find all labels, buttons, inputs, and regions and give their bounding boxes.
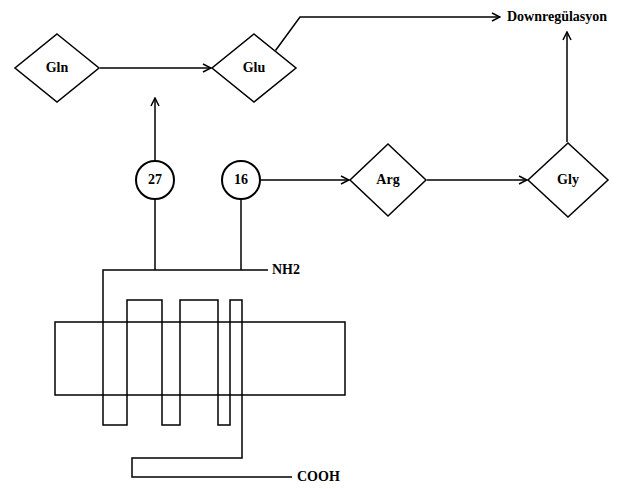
outcome-label: Downregülasyon (507, 9, 607, 24)
stalk-line (154, 200, 156, 270)
protein-chain (103, 270, 292, 477)
effect-arrow (276, 17, 501, 51)
node-text: Gln (46, 60, 69, 75)
node-text: 27 (148, 172, 162, 187)
amino-acid-diamond: Glu (211, 33, 297, 103)
node-text: 16 (234, 172, 248, 187)
node-text: Arg (376, 172, 399, 187)
amino-acid-diamond: Gln (14, 33, 100, 103)
amino-acid-diamond: Arg (349, 143, 427, 217)
terminus-label: NH2 (272, 262, 300, 277)
position-circle: 16 (221, 160, 261, 200)
node-text: Gly (557, 172, 579, 187)
position-circle: 27 (135, 160, 175, 200)
membrane (55, 322, 345, 395)
node-text: Glu (243, 60, 266, 75)
effect-arrow (154, 98, 156, 160)
amino-acid-diamond: Gly (527, 142, 609, 218)
effect-arrow (566, 32, 568, 142)
flow-arrow (261, 179, 349, 181)
flow-arrow (100, 67, 211, 69)
stalk-line (240, 200, 242, 270)
terminus-label: COOH (297, 469, 340, 484)
flow-arrow (427, 179, 527, 181)
